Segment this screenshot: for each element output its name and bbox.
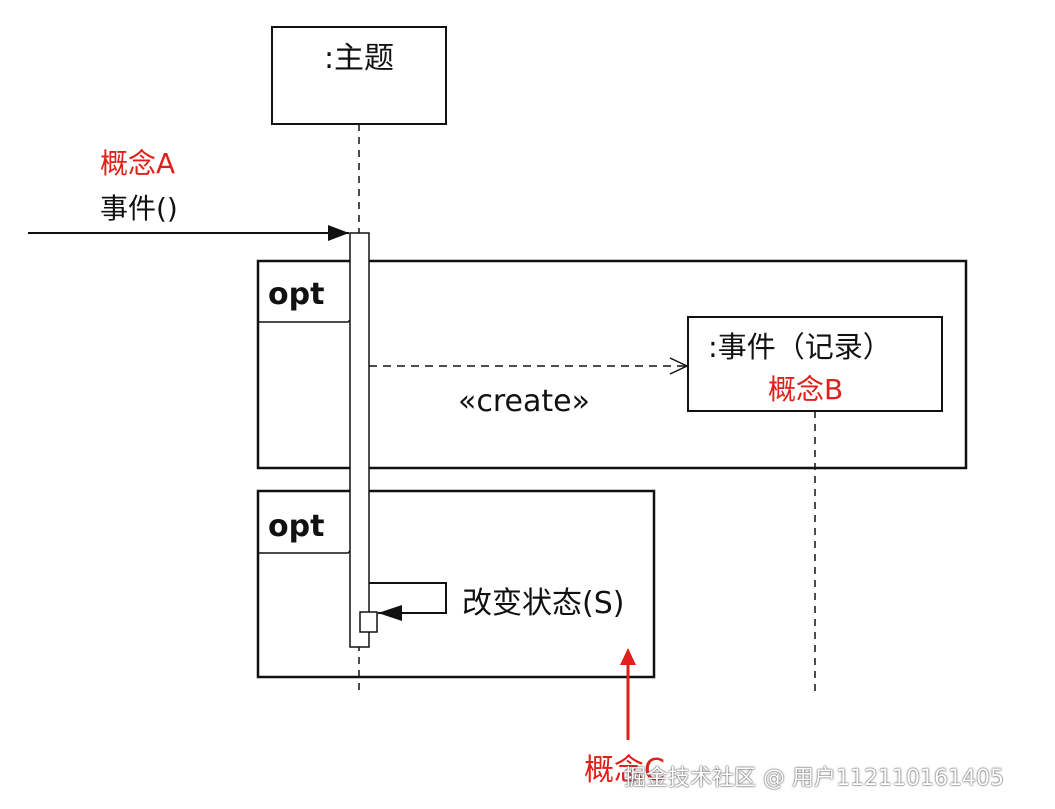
self-message-arrowhead [378, 605, 402, 621]
fragment-opt-2-operator: opt [268, 509, 324, 544]
annotation-concept-b: 概念B [768, 373, 843, 406]
incoming-message-label: 事件() [100, 192, 178, 225]
participant-subject-box [271, 26, 447, 125]
self-message-arrow [369, 582, 447, 614]
participant-event-box [687, 316, 943, 412]
fragment-opt-2 [256, 489, 656, 679]
watermark: 掘金技术社区 @ 用户112110161405 [624, 766, 1004, 791]
self-activation-bar [359, 611, 378, 633]
self-message-label: 改变状态(S) [462, 586, 624, 621]
incoming-message-arrowhead [328, 225, 349, 241]
participant-event-label: :事件（记录） [708, 330, 892, 364]
annotation-concept-c: 概念C [584, 753, 665, 788]
annotation-concept-a: 概念A [100, 147, 175, 180]
activation-bar-subject [349, 232, 370, 648]
annotation-concept-c-arrowhead [620, 648, 636, 665]
participant-subject-label: :主题 [324, 41, 394, 76]
create-message-label: «create» [458, 384, 590, 419]
fragment-opt-1-operator: opt [268, 277, 324, 312]
fragment-opt-1 [256, 259, 968, 470]
